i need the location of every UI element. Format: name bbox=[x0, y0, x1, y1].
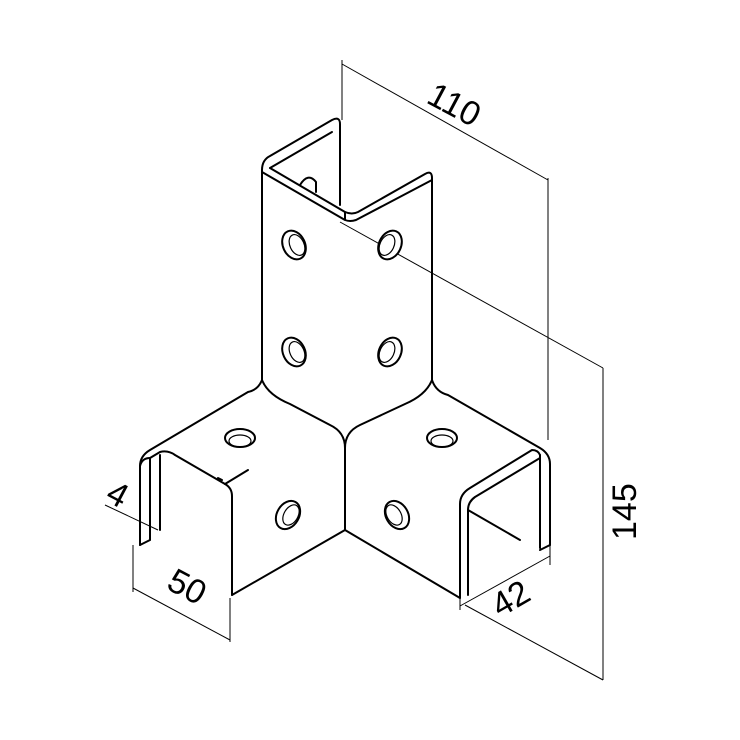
hole bbox=[274, 499, 302, 531]
hole bbox=[224, 428, 256, 448]
dimension-145 bbox=[339, 221, 604, 681]
hole bbox=[377, 336, 403, 368]
mounting-holes bbox=[224, 229, 458, 531]
hole bbox=[281, 229, 307, 261]
bracket-part bbox=[139, 117, 551, 599]
dimension-110 bbox=[341, 60, 549, 440]
hole bbox=[377, 229, 403, 261]
dimension-label-42: 42 bbox=[485, 573, 537, 625]
dimension-label-50: 50 bbox=[161, 562, 212, 613]
hole bbox=[281, 336, 307, 368]
dimension-50 bbox=[132, 545, 231, 642]
dimension-label-110: 110 bbox=[421, 76, 487, 135]
dimension-label-145: 145 bbox=[606, 483, 644, 540]
hole bbox=[426, 428, 458, 448]
hole bbox=[383, 499, 411, 531]
dimension-label-4: 4 bbox=[100, 474, 135, 516]
